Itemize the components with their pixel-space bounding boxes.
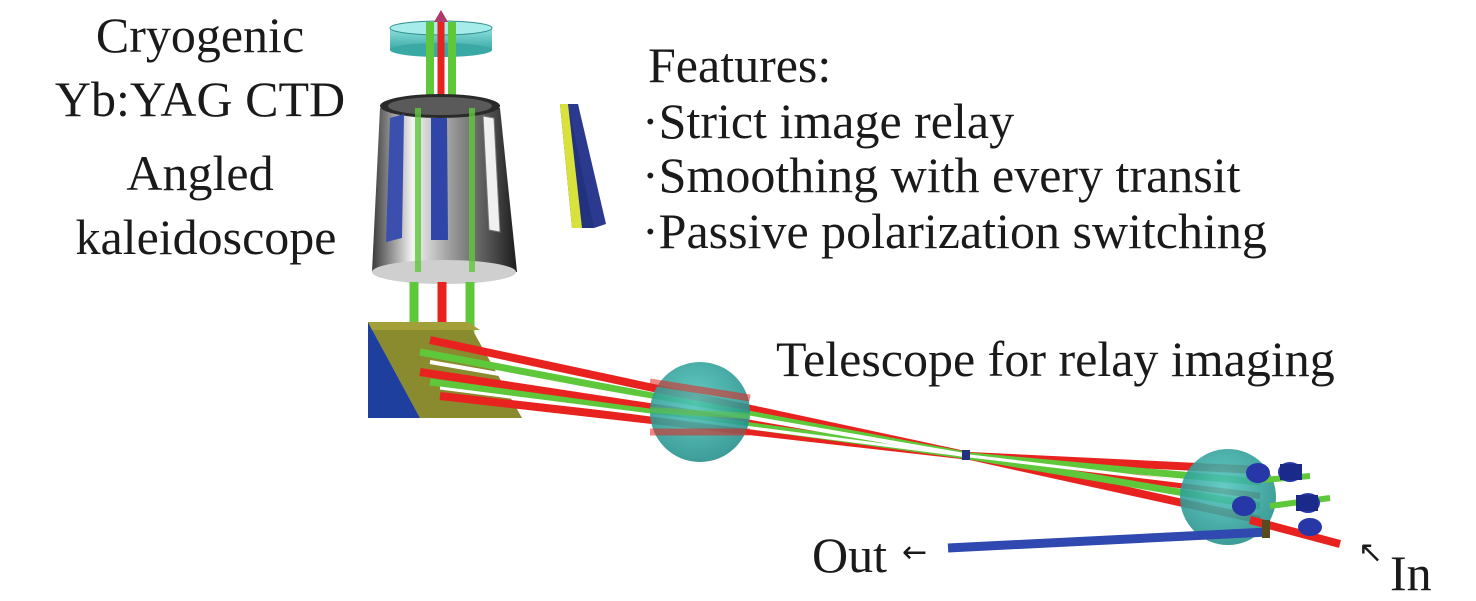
kaleidoscope-label-line2: kaleidoscope <box>75 209 337 265</box>
crystal-label-line1: Cryogenic <box>95 7 305 63</box>
relay-lens-1 <box>649 362 751 462</box>
out-label: Out <box>812 527 887 583</box>
vertical-beams <box>426 10 456 100</box>
kaleidoscope-label-line1: Angled <box>126 145 274 201</box>
crystal-label-line2: Yb:YAG CTD <box>54 71 346 127</box>
feature-item: ·Strict image relay <box>642 93 1015 149</box>
steering-mirrors <box>1232 462 1322 538</box>
in-arrow-icon: ↖ <box>1358 535 1384 570</box>
crystal-disk <box>389 20 493 57</box>
side-mirror <box>560 104 606 228</box>
features-heading: Features: <box>648 37 832 93</box>
out-arrow-icon: ← <box>902 535 928 570</box>
telescope-label: Telescope for relay imaging <box>776 331 1335 387</box>
feature-item: ·Smoothing with every transit <box>642 147 1241 203</box>
kaleidoscope-cylinder <box>372 94 517 284</box>
feature-item: ·Passive polarization switching <box>642 203 1267 259</box>
in-label: In <box>1390 545 1432 601</box>
